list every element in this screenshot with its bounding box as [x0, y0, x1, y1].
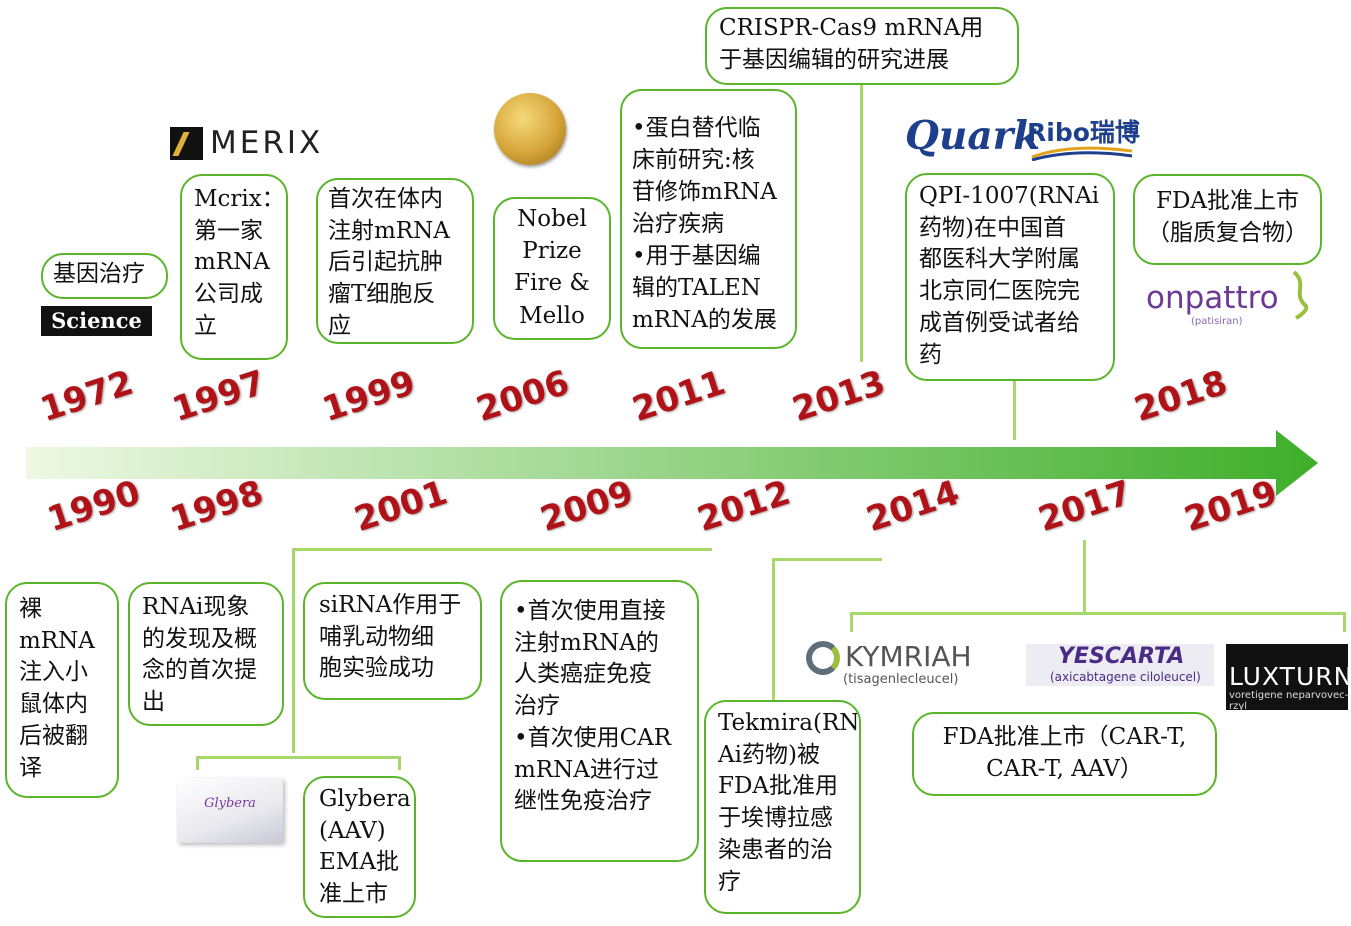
year-2018: 2018 — [1129, 362, 1233, 430]
event-rnai-discovery: RNAi现象 的发现及概 念的首次提 出 — [128, 582, 284, 726]
year-1999: 1999 — [317, 362, 421, 430]
year-1997: 1997 — [167, 362, 271, 430]
event-protein-replacement: •蛋白替代临 床前研究:核 苷修饰mRNA 治疗疾病 •用于基因编 辑的TALE… — [620, 89, 797, 349]
science-logo: Science — [41, 306, 152, 336]
event-glybera: Glybera (AAV) EMA批 准上市 — [303, 776, 416, 918]
connector-2001-v — [292, 548, 295, 753]
luxturna-subtitle: voretigene neparvovec-rzyl — [1229, 690, 1349, 712]
event-sirna: siRNA作用于 哺乳动物细 胞实验成功 — [303, 582, 482, 700]
glybera-product-image: Glybera — [177, 778, 283, 843]
connector-2013 — [860, 82, 863, 362]
yescarta-subtitle: (axicabtagene ciloleucel) — [1050, 670, 1201, 684]
merix-logo-mark — [170, 127, 203, 160]
connector-2001-h — [292, 548, 712, 551]
event-tekmira: Tekmira(RN Ai药物)被 FDA批准用 于埃博拉感 染患者的治 疗 — [704, 700, 861, 914]
year-1972: 1972 — [35, 362, 139, 430]
connector-2014-h — [772, 558, 882, 561]
connector-2017-h — [850, 612, 1346, 615]
event-nobel-prize: Nobel Prize Fire & Mello — [493, 197, 611, 340]
kymriah-subtitle: (tisagenlecleucel) — [843, 672, 959, 687]
connector-glybera-l — [196, 756, 199, 770]
event-naked-mrna: 裸 mRNA 注入小 鼠体内 后被翻 译 — [5, 582, 119, 798]
year-2011: 2011 — [627, 362, 731, 430]
dna-helix-icon — [1292, 270, 1309, 320]
yescarta-logo: YESCARTA — [1058, 644, 1185, 669]
event-merix-founded: Mcrix： 第一家 mRNA 公司成 立 — [180, 174, 288, 360]
connector-2017-l — [850, 612, 853, 632]
event-fda-car-t: FDA批准上市（CAR-T, CAR-T, AAV） — [912, 712, 1217, 796]
connector-2014-v — [772, 558, 775, 703]
nobel-medal-icon — [494, 93, 566, 165]
ribo-wave-icon — [1031, 146, 1133, 161]
onpattro-logo: onpattro — [1146, 280, 1279, 316]
luxturna-logo: LUXTURNA — [1229, 662, 1351, 691]
quark-logo: Quark — [905, 113, 1041, 159]
yescarta-background — [1026, 644, 1214, 686]
year-2006: 2006 — [471, 362, 575, 430]
event-first-injection: 首次在体内 注射mRNA 后引起抗肿 瘤T细胞反 应 — [316, 178, 474, 344]
ribo-logo: Ribo瑞博 — [1027, 118, 1140, 147]
kymriah-logo: KYMRIAH — [845, 640, 972, 673]
connector-glybera-r — [398, 756, 401, 770]
event-fda-lipid: FDA批准上市 （脂质复合物） — [1133, 174, 1322, 265]
onpattro-subtitle: (patisiran) — [1191, 316, 1243, 327]
event-qpi-1007: QPI-1007(RNAi 药物)在中国首 都医科大学附属 北京同仁医院完 成首… — [905, 173, 1115, 381]
connector-2017-top — [1013, 380, 1016, 440]
luxturna-background — [1226, 644, 1348, 710]
timeline-arrow — [26, 430, 1318, 496]
merix-logo: MERIX — [210, 125, 324, 161]
event-cancer-immuno: •首次使用直接 注射mRNA的 人类癌症免疫 治疗 •首次使用CAR mRNA进… — [500, 580, 699, 862]
connector-2017-r — [1343, 612, 1346, 632]
connector-2017-v — [1083, 540, 1086, 615]
event-gene-therapy: 基因治疗 — [41, 253, 168, 299]
event-crispr: CRISPR-Cas9 mRNA用 于基因编辑的研究进展 — [705, 7, 1019, 85]
connector-glybera-h — [196, 756, 401, 759]
kymriah-ring-icon — [806, 641, 840, 675]
year-2013: 2013 — [787, 362, 891, 430]
